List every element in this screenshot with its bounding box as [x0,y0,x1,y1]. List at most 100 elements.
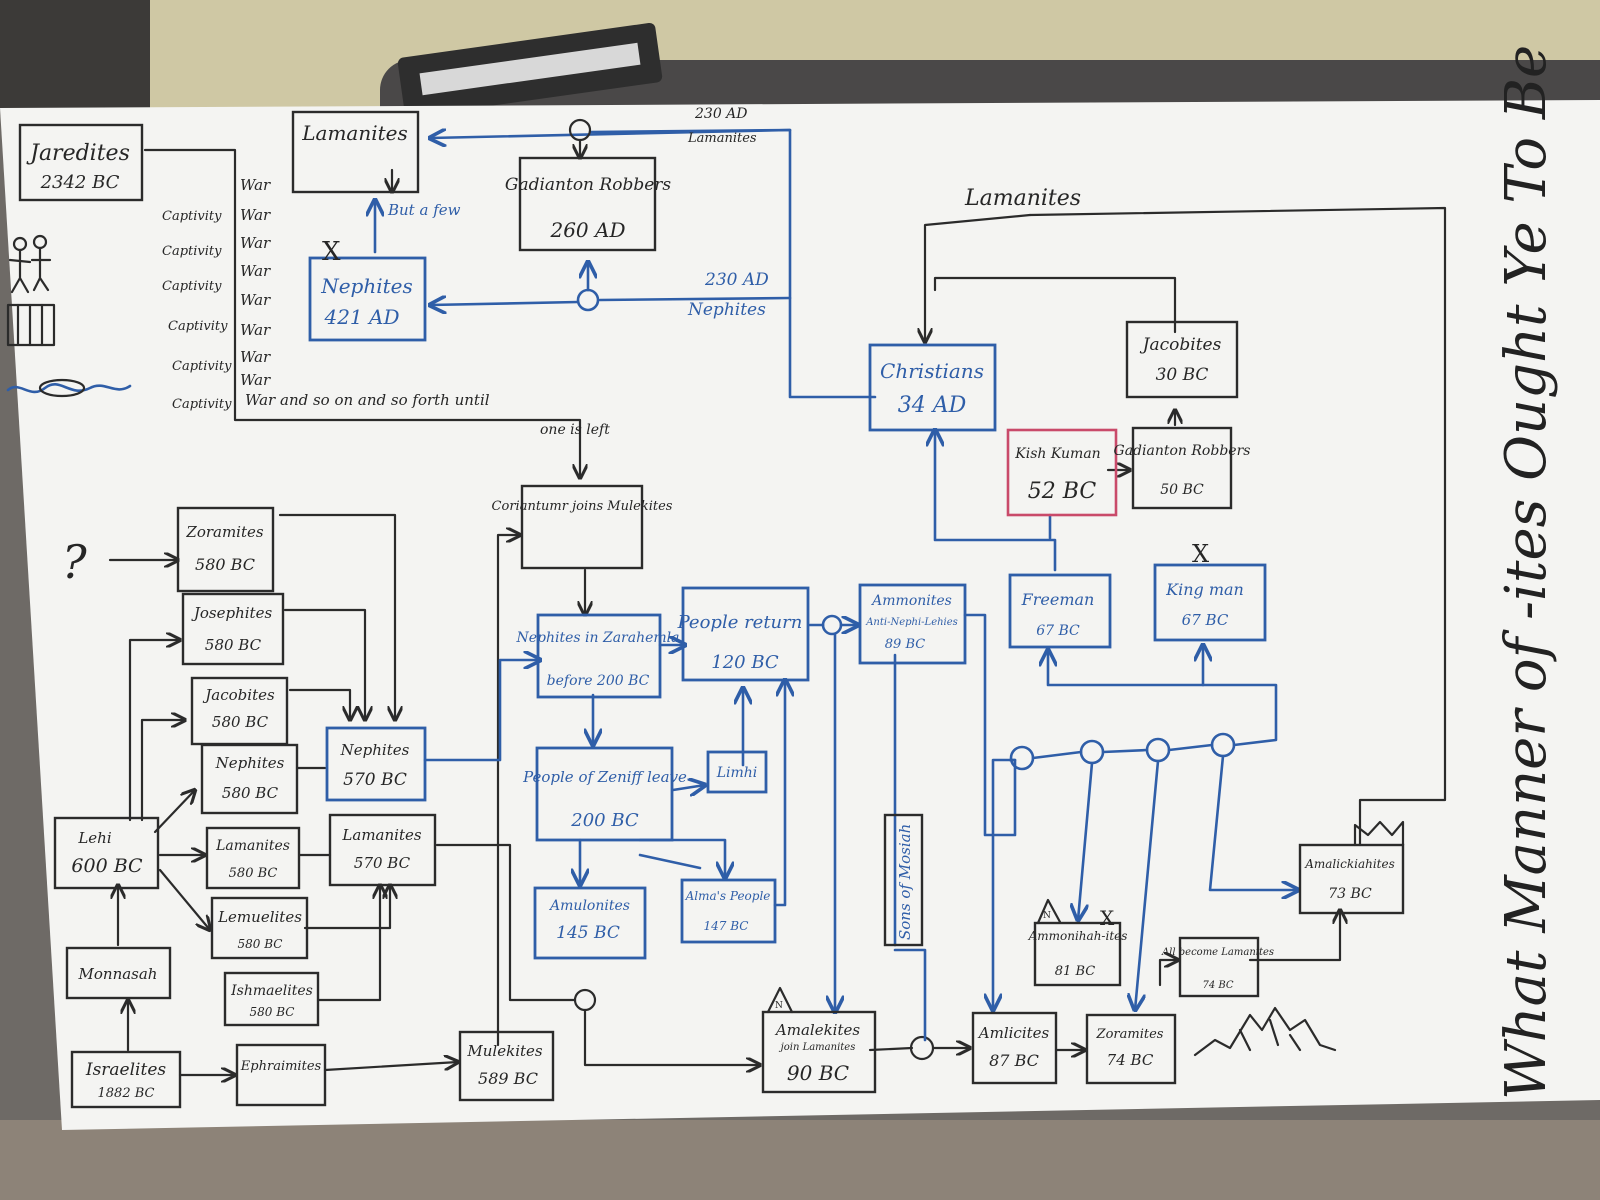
black-connectors [108,148,1447,1075]
svg-text:Gadianton Robbers: Gadianton Robbers [1114,443,1251,459]
svg-text:X: X [322,237,341,267]
amlicites-box: Amlicites 87 BC [971,1011,1058,1085]
lemuelites-box: Lemuelites 580 BC [210,896,309,960]
svg-text:But a few: But a few [387,201,461,219]
svg-text:50 BC: 50 BC [1160,482,1204,498]
svg-text:Lamanites: Lamanites [687,131,757,146]
svg-text:73 BC: 73 BC [1328,886,1372,902]
svg-text:145 BC: 145 BC [556,923,620,943]
svg-text:Amalickiahites: Amalickiahites [1304,857,1395,871]
svg-text:King man: King man [1165,580,1244,599]
kishkumen-box: Kish Kuman 52 BC [1006,428,1118,517]
svg-text:67 BC: 67 BC [1182,611,1229,629]
svg-text:230 AD: 230 AD [694,106,748,122]
svg-text:Amulonites: Amulonites [548,898,630,914]
svg-text:Gadianton Robbers: Gadianton Robbers [505,175,672,195]
svg-text:81 BC: 81 BC [1055,964,1095,979]
almas-people-box: Alma's People 147 BC [680,878,777,944]
svg-text:147 BC: 147 BC [704,919,749,933]
svg-text:87 BC: 87 BC [989,1051,1039,1070]
ammonihahites-box: Ammonihah-ites 81 BC N X [1028,898,1128,987]
svg-text:Captivity: Captivity [162,209,222,224]
ad230-labels: 230 AD Lamanites 230 AD Nephites [687,106,769,320]
svg-text:580 BC: 580 BC [250,1005,295,1019]
limhi-box: Limhi [706,750,768,794]
svg-text:Anti-Nephi-Lehies: Anti-Nephi-Lehies [865,617,958,628]
svg-text:War and so on and so forth unt: War and so on and so forth until [245,391,490,409]
nephites-570-box: Nephites 570 BC [325,726,427,802]
svg-text:Lamanites: Lamanites [301,121,408,145]
svg-text:Alma's People: Alma's People [685,889,771,903]
svg-text:570 BC: 570 BC [354,854,411,872]
svg-text:Jaredites: Jaredites [26,141,130,166]
svg-text:War: War [240,321,271,339]
svg-text:Josephites: Josephites [191,604,273,622]
josephites-box: Josephites 580 BC [181,592,285,666]
svg-text:Monnasah: Monnasah [78,965,158,983]
svg-text:34 AD: 34 AD [898,393,967,418]
svg-text:Ammonites: Ammonites [870,593,952,609]
gadianton-260-box: Gadianton Robbers 260 AD [505,156,672,252]
blue-connectors [423,118,1298,1042]
kingman-box: King man 67 BC X [1153,540,1267,642]
svg-text:Nephites: Nephites [340,741,410,759]
sons-of-mosiah-banner: Sons of Mosiah [883,813,924,947]
svg-text:Lemuelites: Lemuelites [217,908,302,926]
lamanites-570-box: Lamanites 570 BC [328,813,437,887]
svg-text:260 AD: 260 AD [549,218,625,242]
svg-text:Nephites in Zarahemla: Nephites in Zarahemla [516,630,680,646]
svg-text:War: War [240,206,271,224]
mulekites-box: Mulekites 589 BC [458,1030,555,1102]
svg-text:1882 BC: 1882 BC [98,1086,155,1101]
zoramites-74-box: Zoramites 74 BC [1085,1013,1177,1085]
zoramites-580-box: Zoramites 580 BC [176,506,275,593]
svg-text:Jacobites: Jacobites [1140,335,1222,355]
svg-text:Amlicites: Amlicites [977,1024,1050,1042]
svg-text:War: War [240,262,271,280]
people-return-box: People return 120 BC [677,586,810,682]
svg-text:Captivity: Captivity [168,319,228,334]
one-is-left-label: one is left [540,422,610,438]
svg-text:52 BC: 52 BC [1028,479,1097,504]
jaredites-box: Jaredites 2342 BC [18,123,144,202]
svg-text:230 AD: 230 AD [704,270,769,290]
svg-text:War: War [240,371,271,389]
amulonites-box: Amulonites 145 BC [533,886,647,960]
svg-text:N: N [775,1001,783,1011]
svg-text:Ammonihah-ites: Ammonihah-ites [1028,929,1128,943]
svg-text:421 AD: 421 AD [323,305,399,329]
svg-text:2342 BC: 2342 BC [40,172,120,193]
nephites-421-box: Nephites 421 AD But a few X [308,200,461,342]
amalekites-90-box: Amalekites join Lamanites 90 BC N [761,986,877,1094]
all-become-lamanites-box: All become Lamanites 74 BC [1161,936,1274,998]
svg-text:Limhi: Limhi [716,765,758,781]
svg-text:Captivity: Captivity [162,279,222,294]
ishmaelites-box: Ishmaelites 580 BC [223,971,320,1027]
svg-text:People of Zeniff leave: People of Zeniff leave [522,768,687,786]
svg-text:People return: People return [677,612,803,633]
svg-text:Sons of Mosiah: Sons of Mosiah [896,824,914,940]
svg-text:Zoramites: Zoramites [185,523,263,541]
mountains-doodle [1193,1006,1337,1057]
svg-text:Captivity: Captivity [172,397,232,412]
svg-text:580 BC: 580 BC [212,713,269,731]
svg-text:War: War [240,176,271,194]
svg-text:Captivity: Captivity [172,359,232,374]
manasseh-box: Monnasah [65,946,172,1000]
svg-text:Ishmaelites: Ishmaelites [230,983,313,999]
israelites-box: Israelites 1882 BC [70,1050,182,1109]
jacobites-30-box: Jacobites 30 BC [1125,320,1239,399]
svg-text:Nephites: Nephites [687,300,766,320]
svg-text:Captivity: Captivity [162,244,222,259]
svg-text:Mulekites: Mulekites [466,1042,542,1060]
svg-text:Ephraimites: Ephraimites [240,1059,322,1074]
svg-text:74 BC: 74 BC [1107,1051,1154,1069]
dark-doorway [0,0,150,110]
svg-text:Jacobites: Jacobites [202,686,275,704]
svg-text:580 BC: 580 BC [229,866,278,881]
svg-text:Lamanites: Lamanites [341,826,421,844]
svg-text:Lehi: Lehi [77,829,111,847]
svg-text:90 BC: 90 BC [787,1061,849,1085]
svg-text:580 BC: 580 BC [195,555,255,574]
